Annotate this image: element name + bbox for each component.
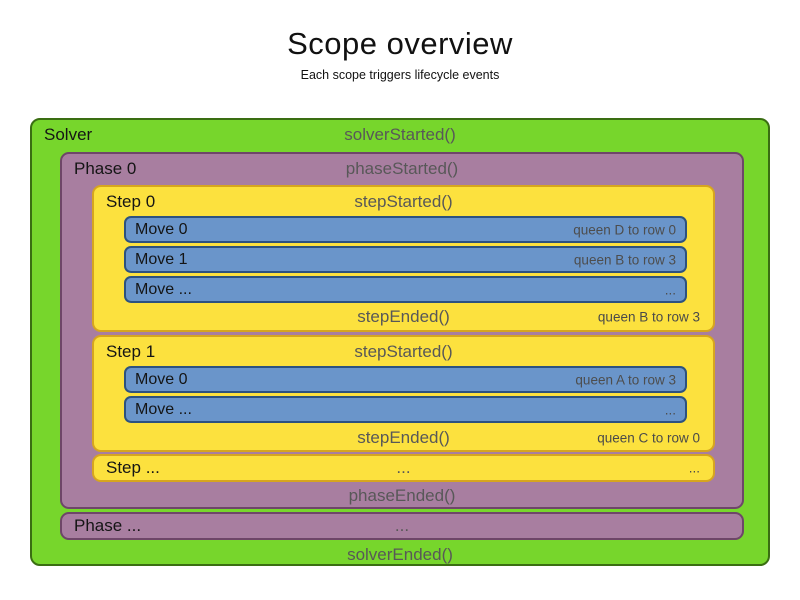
phase-ellipsis-label: Phase ... — [74, 516, 142, 535]
page-title: Scope overview — [287, 26, 513, 61]
step-ellipsis-label: Step ... — [106, 458, 160, 477]
move-note: queen B to row 3 — [573, 252, 676, 267]
phase-ellipsis-center: ... — [394, 516, 410, 535]
step-1-scope-box: Step 1 stepStarted() Move 0 queen A to r… — [92, 335, 715, 452]
step-0-label: Step 0 — [106, 192, 156, 211]
phase-0-scope-box: Phase 0 phaseStarted() Step 0 stepStarte… — [60, 152, 744, 509]
move-label: Move 1 — [135, 250, 188, 268]
solver-footer-row: solverEnded() — [32, 542, 768, 568]
step-started-event: stepStarted() — [354, 342, 453, 361]
solver-started-event: solverStarted() — [344, 125, 456, 144]
step-0-scope-box: Step 0 stepStarted() Move 0 queen D to r… — [92, 185, 715, 332]
move-note: ... — [664, 282, 676, 297]
step-ended-note: queen B to row 3 — [597, 309, 700, 325]
move-row: Move ... ... — [124, 396, 687, 423]
solver-ended-event: solverEnded() — [347, 545, 453, 564]
move-label: Move ... — [135, 280, 192, 298]
step-ended-event: stepEnded() — [357, 428, 450, 447]
move-label: Move ... — [135, 400, 192, 418]
move-row: Move ... ... — [124, 276, 687, 303]
move-note: ... — [664, 402, 676, 417]
move-note: queen A to row 3 — [575, 372, 676, 387]
solver-label: Solver — [44, 125, 93, 144]
step-0-header-row: Step 0 stepStarted() — [94, 187, 713, 217]
phase-0-header-row: Phase 0 phaseStarted() — [62, 154, 742, 184]
phase-ellipsis-row: Phase ... ... — [62, 514, 742, 538]
phase-0-label: Phase 0 — [74, 159, 137, 178]
move-row: Move 0 queen D to row 0 — [124, 216, 687, 243]
move-row: Move 0 queen A to row 3 — [124, 366, 687, 393]
step-ended-note: queen C to row 0 — [597, 430, 700, 446]
step-1-header-row: Step 1 stepStarted() — [94, 337, 713, 367]
move-label: Move 0 — [135, 370, 188, 388]
move-label: Move 0 — [135, 220, 188, 238]
step-ellipsis-center: ... — [396, 458, 411, 477]
step-0-footer-row: stepEnded() queen B to row 3 — [94, 304, 713, 330]
step-ellipsis-note: ... — [688, 460, 700, 476]
step-1-footer-row: stepEnded() queen C to row 0 — [94, 425, 713, 451]
phase-ellipsis-box: Phase ... ... — [60, 512, 744, 540]
move-row: Move 1 queen B to row 3 — [124, 246, 687, 273]
step-ellipsis-box: Step ... ... ... — [92, 454, 715, 482]
step-1-label: Step 1 — [106, 342, 156, 361]
step-started-event: stepStarted() — [354, 192, 453, 211]
phase-0-footer-row: phaseEnded() — [62, 483, 742, 509]
solver-header-row: Solver solverStarted() — [32, 120, 768, 150]
step-ended-event: stepEnded() — [357, 307, 450, 326]
page-subtitle: Each scope triggers lifecycle events — [300, 68, 500, 82]
phase-started-event: phaseStarted() — [345, 159, 459, 178]
step-ellipsis-row: Step ... ... ... — [94, 456, 713, 480]
move-note: queen D to row 0 — [573, 222, 676, 237]
phase-ended-event: phaseEnded() — [348, 486, 456, 505]
solver-scope-box: Solver solverStarted() Phase 0 phaseStar… — [30, 118, 770, 566]
